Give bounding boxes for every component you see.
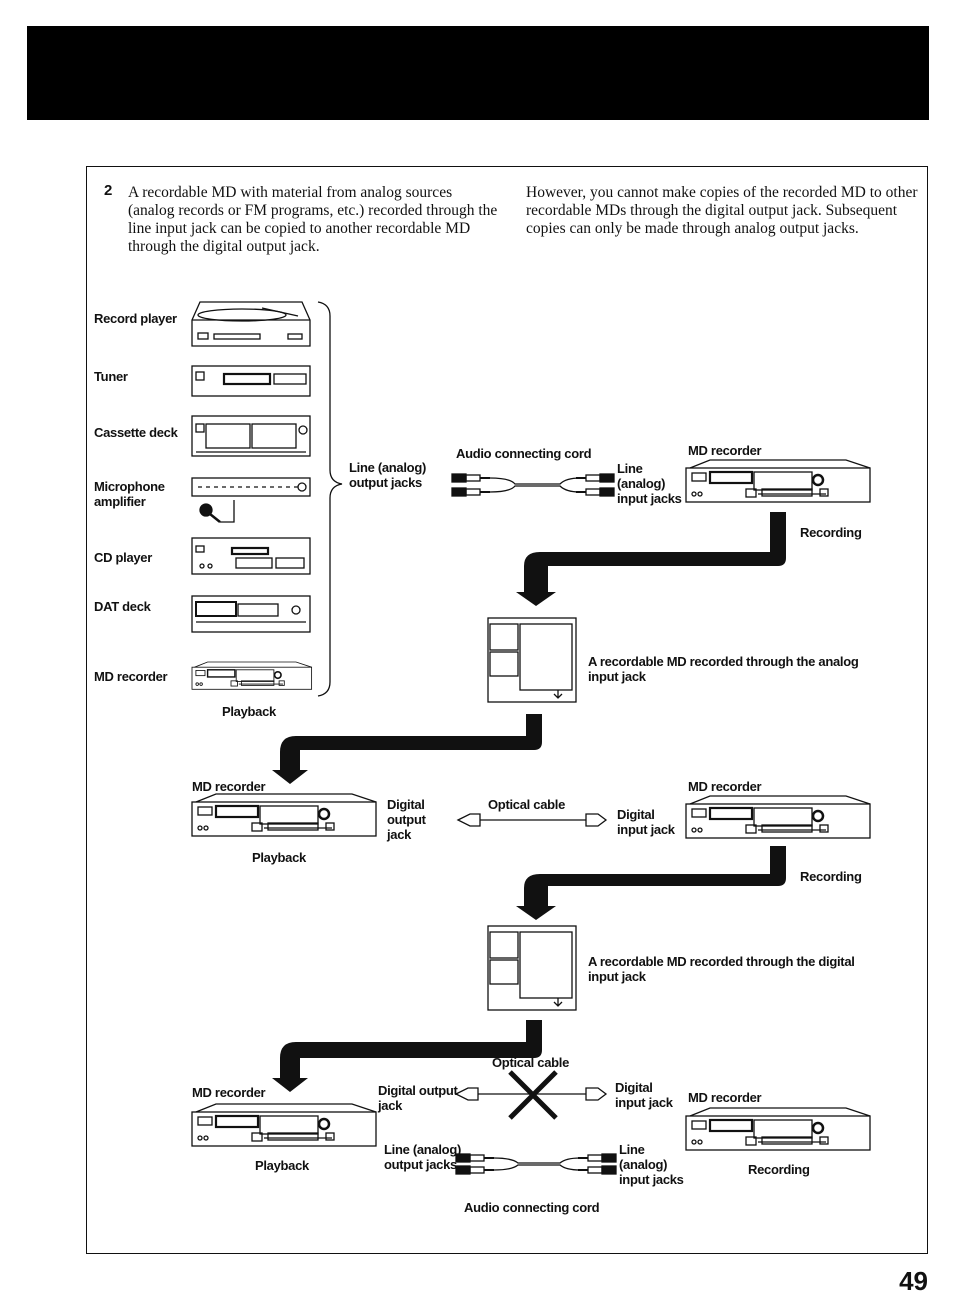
record-player-icon <box>191 301 311 347</box>
label-recording-stage1: Recording <box>800 525 862 540</box>
label-microphone-amplifier: Microphone amplifier <box>94 479 165 509</box>
label-cassette-deck: Cassette deck <box>94 425 178 440</box>
md-recorder-icon-stage2-right <box>684 794 872 840</box>
label-playback-stage2: Playback <box>252 850 306 865</box>
md-recorder-icon-stage3-left <box>190 1102 378 1148</box>
label-recording-stage2: Recording <box>800 869 862 884</box>
label-line-output-stage3: Line (analog) output jacks <box>384 1142 461 1172</box>
label-digital-input-stage3: Digital input jack <box>615 1080 673 1110</box>
md-recorder-source-icon <box>191 661 313 691</box>
label-tuner: Tuner <box>94 369 128 384</box>
flow-arrow-1 <box>516 512 786 606</box>
dat-deck-icon <box>191 595 311 633</box>
step-number: 2 <box>104 182 113 199</box>
label-digital-output-stage2: Digital output jack <box>387 797 426 842</box>
md-recorder-icon-stage1 <box>684 458 872 504</box>
label-md-caption-digital: A recordable MD recorded through the dig… <box>588 954 855 984</box>
cd-player-icon <box>191 537 311 575</box>
audio-connecting-cord-bottom <box>455 1153 617 1175</box>
label-md-recorder-stage2-left: MD recorder <box>192 779 266 794</box>
label-cd-player: CD player <box>94 550 152 565</box>
cassette-deck-icon <box>191 415 311 457</box>
label-optical-cable-stage2: Optical cable <box>488 797 566 812</box>
label-playback-stage3: Playback <box>255 1158 309 1173</box>
label-playback-source: Playback <box>222 704 276 719</box>
flow-arrow-2 <box>272 714 542 784</box>
md-disc-icon-1 <box>487 617 577 703</box>
microphone-icon <box>199 500 235 523</box>
header-bar <box>27 26 929 120</box>
label-dat-deck: DAT deck <box>94 599 151 614</box>
md-disc-icon-2 <box>487 925 577 1011</box>
label-md-recorder-stage3-left: MD recorder <box>192 1085 266 1100</box>
step-text-left: A recordable MD with material from analo… <box>128 184 498 255</box>
label-recording-stage3: Recording <box>748 1162 810 1177</box>
label-md-recorder-stage3-right: MD recorder <box>688 1090 762 1105</box>
label-line-input-stage3: Line (analog) input jacks <box>619 1142 684 1187</box>
label-md-recorder-stage1: MD recorder <box>688 443 762 458</box>
label-md-recorder-stage2-right: MD recorder <box>688 779 762 794</box>
label-audio-cord-bottom: Audio connecting cord <box>464 1200 600 1215</box>
source-brace <box>317 301 343 697</box>
cross-icon <box>508 1070 558 1120</box>
audio-connecting-cord-top <box>451 473 615 497</box>
flow-arrow-4 <box>272 1020 542 1092</box>
md-recorder-icon-stage3-right <box>684 1106 872 1152</box>
label-digital-output-stage3: Digital output jack <box>378 1083 458 1113</box>
microphone-amplifier-icon <box>191 477 311 497</box>
page-number: 49 <box>899 1266 928 1296</box>
flow-arrow-3 <box>516 846 786 920</box>
label-digital-input-stage2: Digital input jack <box>617 807 675 837</box>
label-optical-cable-stage3: Optical cable <box>492 1055 570 1070</box>
label-md-caption-analog: A recordable MD recorded through the ana… <box>588 654 859 684</box>
label-line-input-stage1: Line (analog) input jacks <box>617 461 682 506</box>
step-text-right: However, you cannot make copies of the r… <box>526 184 918 237</box>
content-frame <box>86 166 928 1254</box>
label-line-output-source: Line (analog) output jacks <box>349 460 426 490</box>
label-audio-cord-top: Audio connecting cord <box>456 446 592 461</box>
optical-cable-stage2 <box>456 813 608 827</box>
tuner-icon <box>191 365 311 397</box>
label-record-player: Record player <box>94 311 177 326</box>
label-md-recorder-source: MD recorder <box>94 669 168 684</box>
md-recorder-icon-stage2-left <box>190 792 378 838</box>
